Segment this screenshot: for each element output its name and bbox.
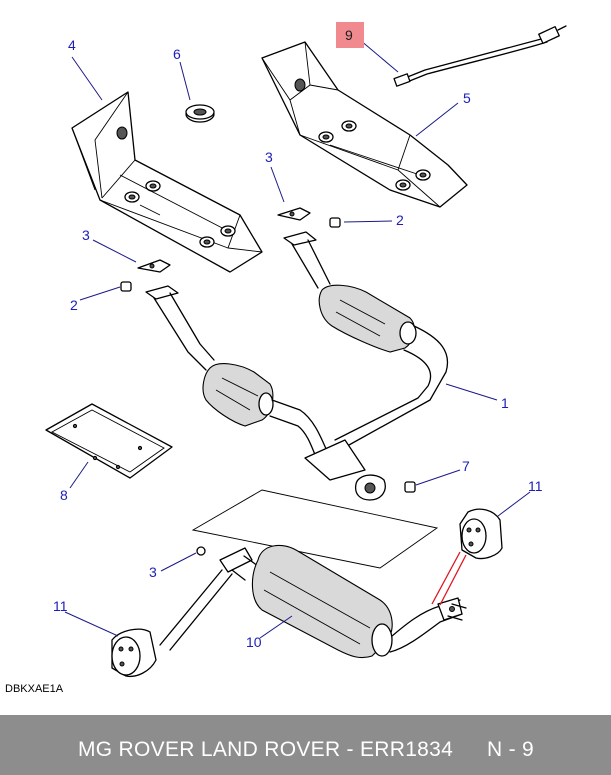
- callout-9[interactable]: 9: [345, 27, 353, 43]
- callout-10[interactable]: 10: [246, 634, 262, 650]
- callout-4[interactable]: 4: [68, 37, 76, 53]
- callout-3-lower[interactable]: 3: [149, 564, 157, 580]
- callout-2-left[interactable]: 2: [70, 297, 78, 313]
- diagram-reference-code: DBKXAE1A: [5, 683, 64, 695]
- footer-bar: MG ROVER LAND ROVER - ERR1834 N - 9: [0, 715, 611, 775]
- gasket-ring[interactable]: [185, 104, 215, 123]
- callout-3-left[interactable]: 3: [82, 227, 90, 243]
- flange-gasket-left[interactable]: [137, 259, 171, 273]
- leader-lines: [64, 39, 531, 651]
- heat-plate[interactable]: [45, 403, 173, 479]
- gasket-lower[interactable]: [196, 546, 206, 556]
- nut-left[interactable]: [120, 281, 132, 292]
- callout-1[interactable]: 1: [501, 395, 509, 411]
- oxygen-sensor[interactable]: [393, 25, 567, 87]
- flange-gasket-right[interactable]: [277, 207, 311, 221]
- nut-right[interactable]: [329, 217, 341, 228]
- callout-11-left[interactable]: 11: [53, 598, 68, 614]
- footer-page-number: N - 9: [487, 738, 535, 761]
- exhaust-parts-diagram: 4 6 9 5 3 2 3 2 1 7 8 11 3 11 10 DBKXAE1…: [5, 22, 567, 695]
- callout-9-highlight: [336, 22, 364, 48]
- rubber-mount-left[interactable]: [111, 628, 157, 678]
- callout-7[interactable]: 7: [462, 458, 470, 474]
- callouts: 4 6 9 5 3 2 3 2 1 7 8 11 3 11 10: [53, 27, 543, 650]
- footer-title: MG ROVER LAND ROVER - ERR1834: [78, 738, 454, 761]
- reference-plane: [191, 489, 439, 569]
- callout-5[interactable]: 5: [463, 90, 471, 106]
- callout-2-right[interactable]: 2: [396, 212, 404, 228]
- front-pipe-catalysts[interactable]: [145, 231, 449, 501]
- nut-7[interactable]: [404, 481, 416, 493]
- heat-shield-left[interactable]: [71, 91, 263, 273]
- callout-8[interactable]: 8: [60, 487, 68, 503]
- callout-6[interactable]: 6: [173, 46, 181, 62]
- rubber-mount-right[interactable]: [459, 508, 503, 560]
- callout-3-upper[interactable]: 3: [265, 149, 273, 165]
- callout-11-right[interactable]: 11: [528, 478, 543, 494]
- heat-shield-right[interactable]: [261, 41, 468, 208]
- rear-silencer[interactable]: [219, 544, 467, 659]
